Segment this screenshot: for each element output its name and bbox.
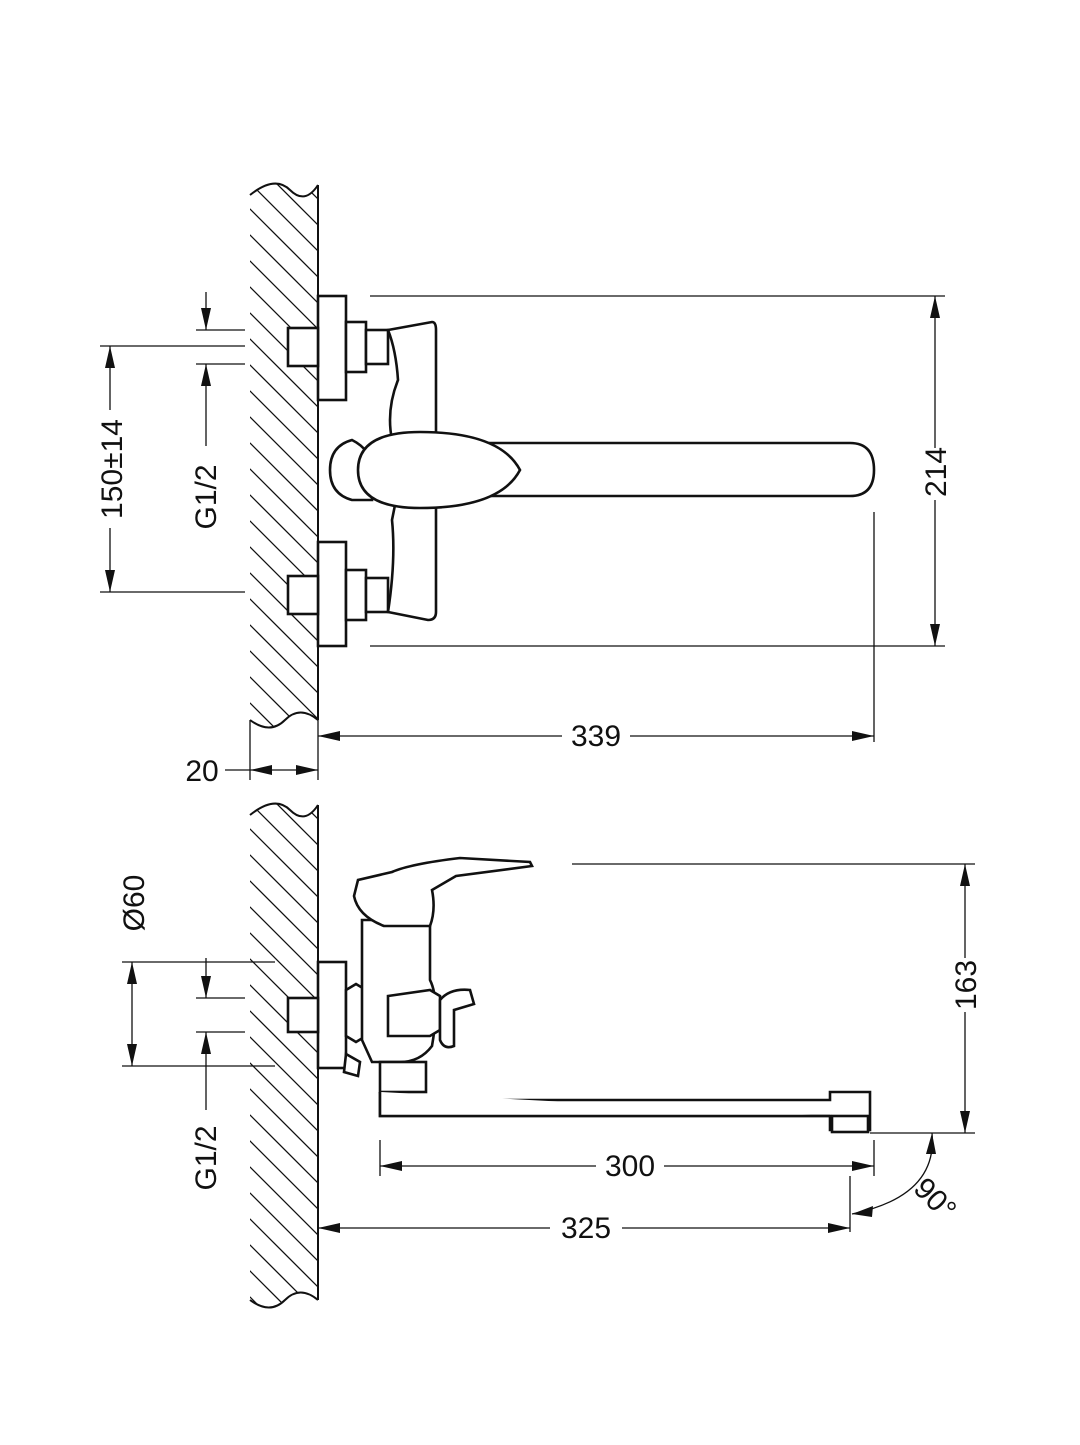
wall-hatch-line [250, 411, 318, 493]
wall-hatch-line [250, 489, 318, 571]
dim-swivel-angle: 90° [851, 1132, 962, 1227]
wall-hatch-line [245, 1344, 325, 1424]
wall-hatch-line [250, 723, 318, 728]
wall-hatch-line [250, 1083, 318, 1165]
dim-swivel-angle-label: 90° [907, 1172, 962, 1227]
wall-hatch-line [250, 979, 318, 1061]
wall-hatch-line [250, 1057, 318, 1139]
side-lever-handle [352, 856, 534, 928]
dim-rosette-diameter-label: Ø60 [118, 875, 151, 932]
wall-hatch-line [250, 1135, 318, 1217]
wall-hatch-line [250, 927, 318, 1009]
wall-hatch-line [250, 359, 318, 441]
dim-top-height: 214 [920, 296, 953, 646]
dim-inlet-spacing-label: 150±14 [96, 419, 129, 519]
dim-side-height-label: 163 [950, 960, 983, 1010]
dim-inlet-spacing: 150±14 [96, 346, 129, 592]
dim-top-height-label: 214 [920, 447, 953, 497]
top-wall-section [245, 100, 325, 856]
wall-hatch-line [250, 183, 318, 233]
top-upper-eccentric [286, 294, 390, 402]
dim-top-length-label: 339 [571, 720, 621, 753]
dim-top-length: 339 [318, 720, 874, 753]
wall-hatch-line [245, 1318, 325, 1398]
wall-hatch-line [250, 307, 318, 389]
dim-wall-thickness: 20 [185, 755, 318, 788]
dim-side-thread-label: G1/2 [190, 1125, 223, 1190]
wall-hatch-line [250, 697, 318, 728]
wall-hatch-line [250, 849, 318, 931]
wall-hatch-line [250, 619, 318, 701]
top-spout [488, 441, 876, 498]
wall-hatch-line [250, 803, 318, 879]
wall-hatch-line [250, 229, 318, 311]
wall-hatch-line [245, 720, 325, 800]
wall-hatch-line [250, 183, 318, 259]
wall-hatch-line [250, 1161, 318, 1243]
dim-top-thread-label: G1/2 [190, 464, 223, 529]
wall-hatch-line [250, 823, 318, 905]
wall-hatch-line [250, 385, 318, 467]
side-wall-section [245, 720, 325, 1440]
side-mixer-body [342, 918, 476, 1078]
wall-hatch-line [250, 463, 318, 545]
wall-hatch-line [250, 901, 318, 983]
dim-side-thread: G1/2 [190, 958, 223, 1191]
dim-wall-thickness-label: 20 [185, 755, 218, 788]
wall-hatch-line [250, 875, 318, 957]
wall-hatch-line [250, 1239, 318, 1308]
wall-hatch-line [250, 645, 318, 727]
wall-hatch-line [250, 803, 318, 853]
wall-hatch-line [250, 803, 318, 827]
wall-hatch-line [250, 593, 318, 675]
wall-hatch-line [250, 333, 318, 415]
wall-hatch-line [250, 203, 318, 285]
wall-hatch-line [250, 1265, 318, 1308]
side-spout [378, 1060, 872, 1134]
wall-hatch-line [245, 100, 325, 180]
wall-hatch-line [250, 1213, 318, 1295]
top-view: 214 339 20 150±14 [96, 100, 953, 856]
top-lever-handle [328, 430, 522, 510]
wall-hatch-line [250, 1031, 318, 1113]
dim-top-thread: G1/2 [190, 292, 223, 530]
wall-hatch-line [245, 750, 325, 830]
dim-reach-label: 325 [561, 1212, 611, 1245]
wall-hatch-line [245, 1370, 325, 1440]
wall-hatch-line [250, 671, 318, 728]
dim-side-height: 163 [950, 864, 983, 1133]
wall-hatch-line [250, 183, 318, 207]
dim-spout-length-label: 300 [605, 1150, 655, 1183]
wall-hatch-line [250, 1187, 318, 1269]
wall-hatch-line [250, 437, 318, 519]
wall-hatch-line [250, 255, 318, 337]
side-view: 163 300 325 Ø60 [118, 720, 983, 1440]
dim-reach: 325 [318, 1212, 850, 1245]
dim-rosette-diameter: Ø60 [118, 875, 151, 1066]
wall-hatch-line [250, 1005, 318, 1087]
dim-spout-length: 300 [380, 1150, 874, 1183]
wall-hatch-line [250, 567, 318, 649]
top-lower-eccentric [286, 540, 390, 648]
wall-hatch-line [250, 1109, 318, 1191]
wall-hatch-line [245, 776, 325, 856]
